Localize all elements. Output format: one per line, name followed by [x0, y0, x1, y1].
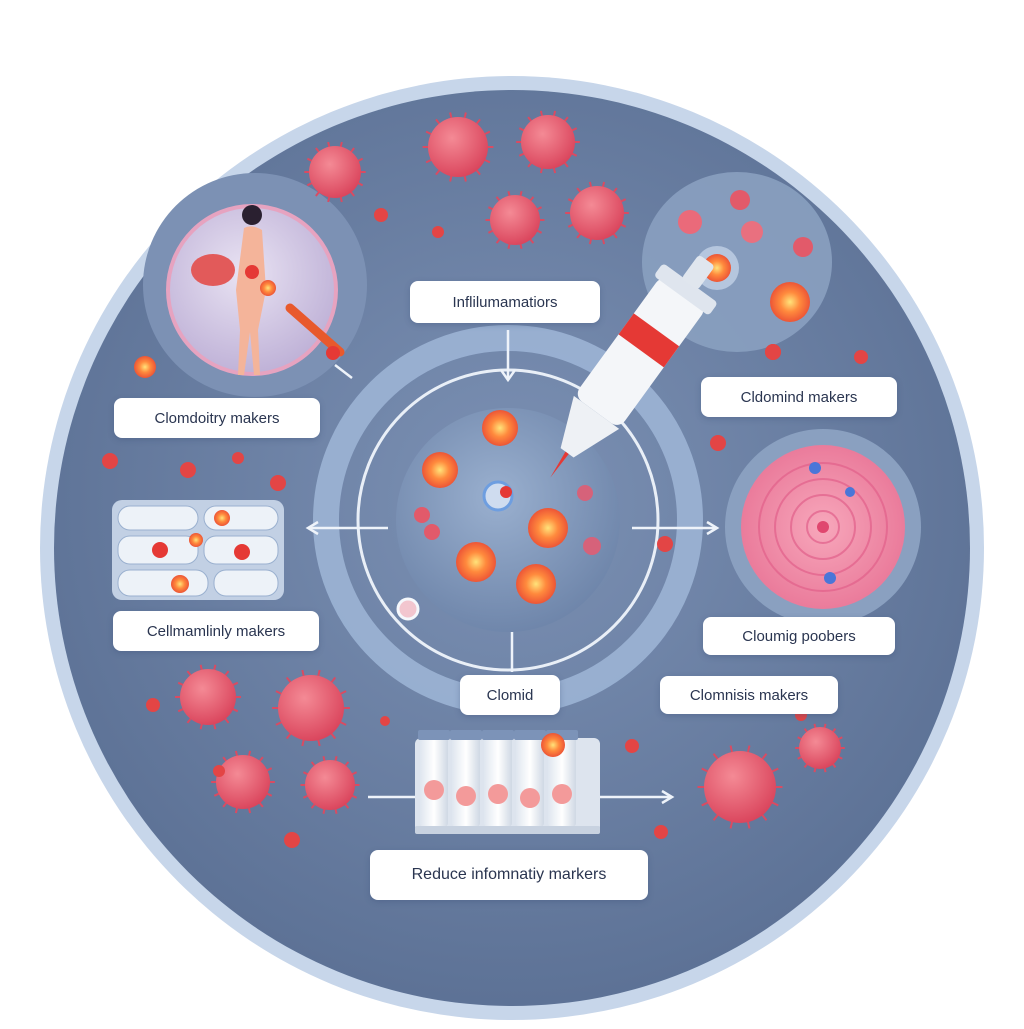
label-top-center: Inflilumamatiors: [410, 281, 600, 323]
tissue-spiral-icon: [725, 429, 921, 625]
center-cells: [396, 410, 601, 621]
label-right-lower: Clomnisis makers: [660, 676, 838, 714]
virus-icon: [211, 750, 275, 814]
dot: [213, 765, 225, 777]
woman-figure-icon: [143, 173, 367, 397]
label-top-right: Cldomind makers: [701, 377, 897, 417]
dot: [232, 452, 244, 464]
dot: [854, 350, 868, 364]
dot: [284, 832, 300, 848]
cell-tubes-icon: [112, 500, 284, 600]
dot: [710, 435, 726, 451]
dot: [146, 698, 160, 712]
dot: [374, 208, 388, 222]
virus-icon: [422, 112, 494, 182]
virus-icon: [697, 745, 783, 829]
dot: [180, 462, 196, 478]
virus-icon: [516, 110, 580, 174]
test-tube-rack-icon: [415, 730, 600, 834]
label-left-lower: Cellmamlinly makers: [113, 611, 319, 651]
dot: [102, 453, 118, 469]
dot: [270, 475, 286, 491]
label-center-bottom: Clomid: [460, 675, 560, 715]
label-bottom: Reduce infomnatiy markers: [370, 850, 648, 900]
virus-icon: [304, 141, 366, 203]
label-right-middle: Cloumig poobers: [703, 617, 895, 655]
virus-icon: [300, 756, 360, 814]
dot: [134, 356, 156, 378]
dot: [432, 226, 444, 238]
dot: [625, 739, 639, 753]
dot: [380, 716, 390, 726]
label-left-upper: Clomdoitry makers: [114, 398, 320, 438]
virus-cluster: [174, 110, 845, 829]
virus-icon: [485, 191, 545, 249]
arrows: [305, 330, 720, 805]
virus-icon: [272, 669, 350, 747]
dot: [654, 825, 668, 839]
virus-icon: [174, 664, 242, 730]
virus-icon: [565, 181, 629, 245]
virus-icon: [795, 723, 845, 773]
syringe-icon: [550, 255, 717, 478]
dot: [765, 344, 781, 360]
dot: [657, 536, 673, 552]
